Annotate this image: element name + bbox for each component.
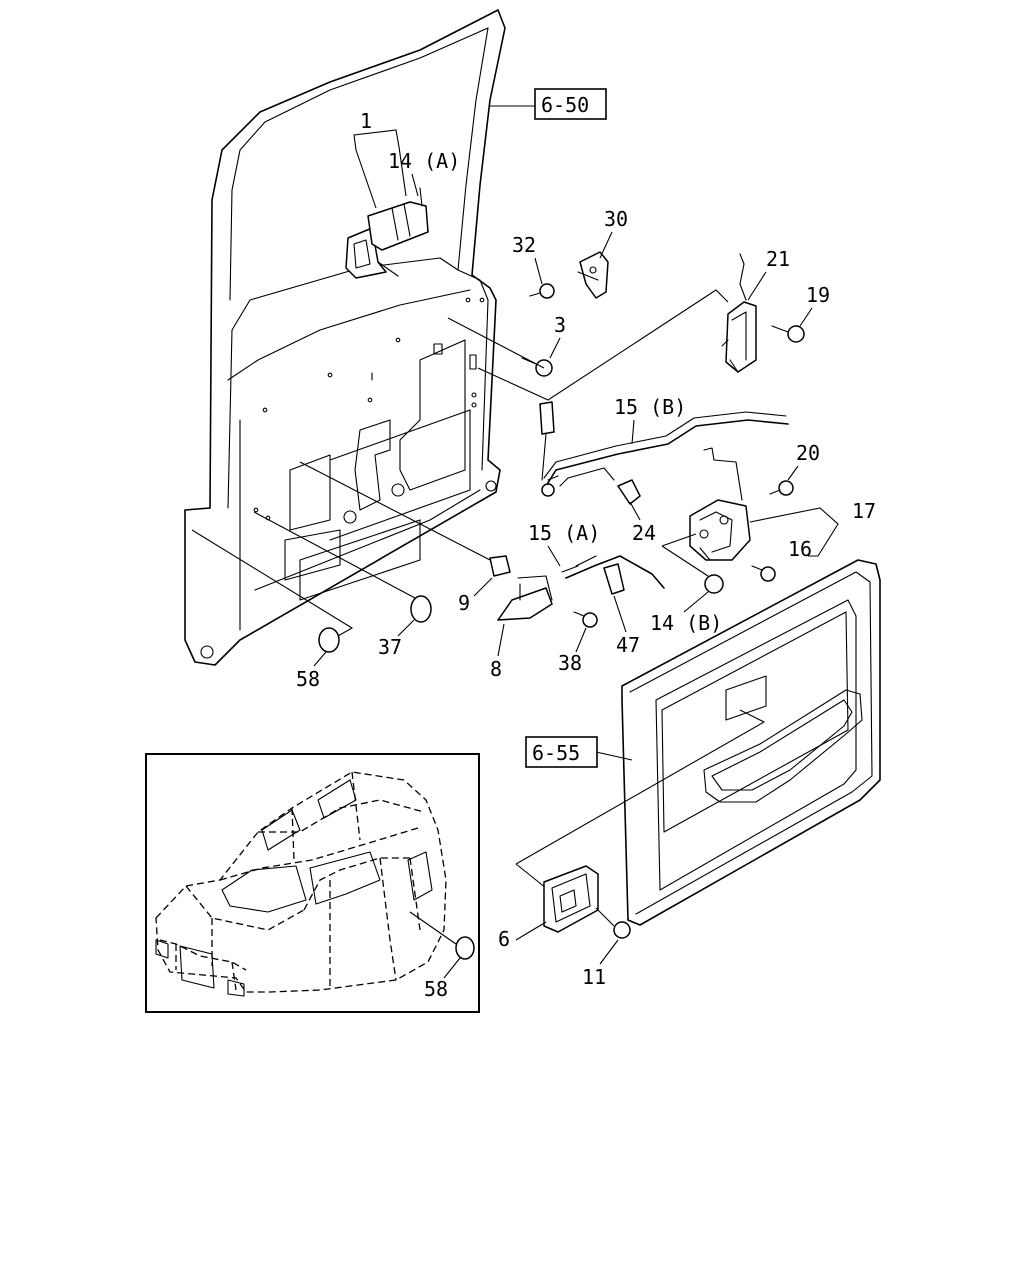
svg-text:11: 11 — [582, 965, 606, 989]
svg-text:17: 17 — [852, 499, 876, 523]
svg-text:1: 1 — [360, 109, 372, 133]
callout-16: 16 — [788, 537, 812, 561]
svg-text:14 (A): 14 (A) — [388, 149, 460, 173]
callout-47: 47 — [613, 595, 640, 657]
svg-text:21: 21 — [766, 247, 790, 271]
plug-58-top — [191, 529, 354, 653]
callout-19: 19 — [799, 283, 830, 327]
clip-24 — [559, 467, 641, 505]
bolt-16 — [751, 565, 776, 582]
callout-11: 11 — [582, 939, 619, 989]
striker-bracket — [577, 251, 609, 299]
callout-17: 17 — [749, 499, 876, 557]
callout-6: 6 — [498, 921, 547, 951]
callout-30: 30 — [599, 207, 628, 259]
pad-47 — [603, 563, 625, 595]
svg-text:32: 32 — [512, 233, 536, 257]
callout-14a: 14 (A) — [388, 149, 460, 197]
callout-37: 37 — [378, 619, 415, 659]
svg-text:24: 24 — [632, 521, 656, 545]
bushing-14b — [661, 533, 724, 594]
callout-20: 20 — [787, 441, 820, 481]
svg-text:3: 3 — [554, 313, 566, 337]
svg-text:47: 47 — [616, 633, 640, 657]
svg-text:30: 30 — [604, 207, 628, 231]
callout-32: 32 — [512, 233, 543, 285]
svg-text:15 (B): 15 (B) — [614, 395, 686, 419]
svg-text:19: 19 — [806, 283, 830, 307]
inside-handle-8 — [497, 575, 553, 621]
callout-9: 9 — [458, 577, 493, 615]
guide-line-actuator — [447, 289, 729, 401]
callout-21: 21 — [747, 247, 790, 301]
svg-text:6: 6 — [498, 927, 510, 951]
handle-bezel-6 — [543, 865, 599, 933]
callout-14b: 14 (B) — [650, 591, 722, 635]
callout-38: 38 — [558, 627, 587, 675]
svg-text:20: 20 — [796, 441, 820, 465]
outside-handle — [345, 187, 429, 279]
vehicle-body-inset — [145, 753, 480, 1013]
svg-text:6-50: 6-50 — [541, 93, 589, 117]
svg-text:6-55: 6-55 — [532, 741, 580, 765]
bolt-3 — [521, 357, 553, 377]
svg-text:9: 9 — [458, 591, 470, 615]
rod-15b — [539, 401, 789, 497]
rod-15a — [561, 555, 665, 589]
screw-38 — [573, 611, 598, 628]
callout-24: 24 — [629, 501, 656, 545]
screw-11 — [595, 907, 631, 939]
ref-6-55: 6-55 — [525, 736, 633, 768]
bolt-20 — [769, 480, 794, 496]
plug-37 — [253, 511, 432, 623]
callout-15b: 15 (B) — [614, 395, 686, 445]
rear-door-shell — [184, 9, 506, 666]
callout-3: 3 — [549, 313, 566, 359]
callout-1: 1 — [353, 109, 407, 209]
clip-9 — [299, 461, 511, 577]
svg-text:14 (B): 14 (B) — [650, 611, 722, 635]
ref-6-50: 6-50 — [490, 88, 607, 120]
svg-text:15 (A): 15 (A) — [528, 521, 600, 545]
door-lock-17 — [689, 447, 751, 561]
svg-text:38: 38 — [558, 651, 582, 675]
callout-58-top: 58 — [296, 651, 327, 691]
screw-32 — [529, 283, 555, 299]
bolt-19 — [771, 325, 805, 343]
svg-text:37: 37 — [378, 635, 402, 659]
callout-8: 8 — [490, 623, 505, 681]
svg-text:58: 58 — [296, 667, 320, 691]
svg-text:8: 8 — [490, 657, 502, 681]
actuator-21 — [721, 253, 757, 373]
svg-text:16: 16 — [788, 537, 812, 561]
svg-text:58: 58 — [424, 977, 448, 1001]
plug-58-inset — [455, 936, 475, 960]
callout-15a: 15 (A) — [528, 521, 600, 567]
door-trim-panel — [515, 559, 881, 926]
callout-58-inset: 58 — [424, 957, 461, 1001]
